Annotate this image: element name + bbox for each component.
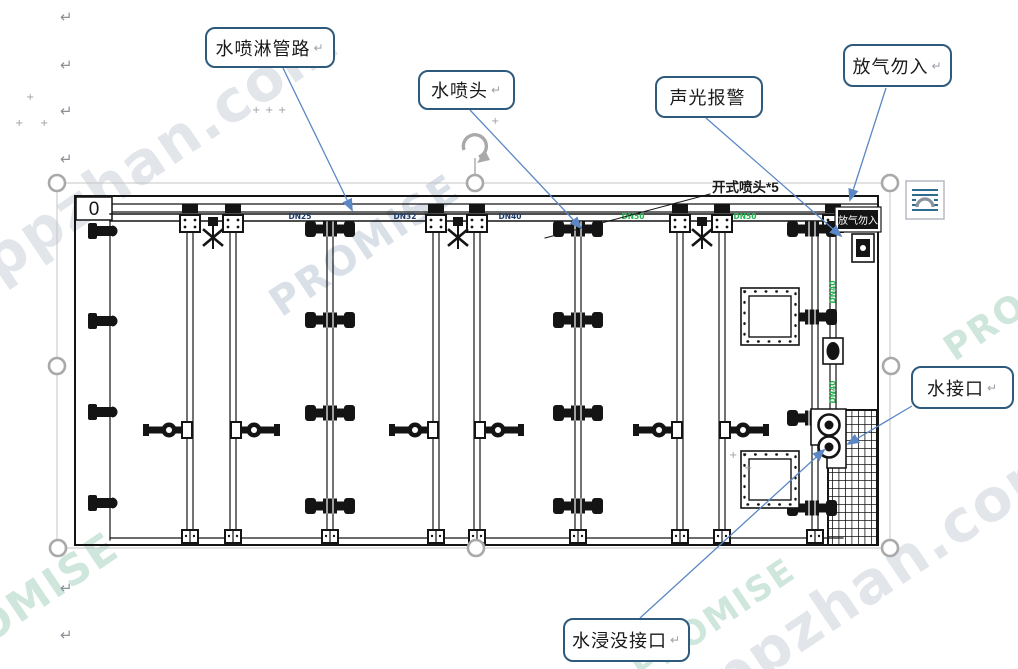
selection-handle-top-left[interactable] xyxy=(47,173,67,193)
selection-handle-bottom-center[interactable] xyxy=(466,538,486,558)
anchor-cross-mark: + xyxy=(40,118,49,129)
selection-handle-top-right[interactable] xyxy=(880,173,900,193)
paragraph-mark: ↵ xyxy=(60,8,73,26)
selection-handle-top-center[interactable] xyxy=(465,173,485,193)
paragraph-mark: ↵ xyxy=(490,83,503,97)
container-front-view-drawing[interactable]: 0 xyxy=(74,179,882,546)
paragraph-mark: ↵ xyxy=(313,40,325,55)
callout-label: 放气勿入 xyxy=(852,56,929,77)
callout-label: 水喷头 xyxy=(430,81,488,101)
callout-gas-release-warning[interactable]: 放气勿入 ↵ xyxy=(843,44,952,87)
pipe-label-dn40: DN40 xyxy=(499,212,522,221)
paragraph-mark: ↵ xyxy=(60,150,73,168)
anchor-cross-mark: + xyxy=(26,92,35,103)
sprinkler-count-note: 开式喷头*5 xyxy=(712,179,779,195)
anchor-cross-mark: + xyxy=(729,450,738,461)
paragraph-mark: ↵ xyxy=(60,626,73,644)
callout-water-spray-nozzle[interactable]: 水喷头 ↵ xyxy=(418,70,515,110)
selection-handle-bottom-left[interactable] xyxy=(48,538,68,558)
callout-label: 水接口 xyxy=(926,378,984,399)
anchor-cross-mark: + xyxy=(265,105,274,116)
callout-label: 水浸没接口 xyxy=(571,631,667,651)
paragraph-mark: ↵ xyxy=(60,102,73,120)
riser-label-dn40-a: DN40 xyxy=(829,281,838,304)
pipe-label-dn32: DN32 xyxy=(394,212,417,221)
anchor-cross-mark: + xyxy=(252,105,261,116)
access-panel-upper xyxy=(740,287,800,346)
anchor-cross-mark: + xyxy=(491,116,500,127)
gas-release-sign: 放气勿入 xyxy=(834,206,882,233)
paragraph-mark: ↵ xyxy=(60,56,73,74)
corner-marker: 0 xyxy=(89,199,100,220)
door-handles xyxy=(142,421,770,439)
callout-label: 水喷淋管路 xyxy=(215,38,311,59)
callout-leader-lines xyxy=(282,67,913,619)
anchor-cross-mark: + xyxy=(15,118,24,129)
layout-options-button[interactable] xyxy=(905,180,945,220)
pipe-label-dn50-b: DN50 xyxy=(734,212,757,221)
callout-water-immersion-port[interactable]: 水浸没接口 ↵ xyxy=(563,618,690,662)
svg-text:放气勿入: 放气勿入 xyxy=(838,214,878,227)
selection-handle-middle-left[interactable] xyxy=(47,356,67,376)
selection-handles xyxy=(47,158,901,558)
selection-handle-middle-right[interactable] xyxy=(881,356,901,376)
riser-label-dn40-b: DN40 xyxy=(829,381,838,404)
paragraph-mark: ↵ xyxy=(931,58,943,73)
rotation-handle-icon[interactable] xyxy=(461,133,490,163)
paragraph-mark: ↵ xyxy=(669,633,682,647)
pipe-label-dn50-a: DN50 xyxy=(622,212,645,221)
selection-handle-bottom-right[interactable] xyxy=(880,538,900,558)
water-connectors xyxy=(810,408,847,469)
anchor-cross-mark: + xyxy=(744,463,753,474)
paragraph-mark: ↵ xyxy=(986,380,999,395)
paragraph-mark: ↵ xyxy=(60,579,73,597)
callout-water-spray-pipeline[interactable]: 水喷淋管路 ↵ xyxy=(205,27,335,68)
anchor-cross-mark: + xyxy=(278,105,287,116)
wrap-text-arc-icon xyxy=(915,197,935,208)
callout-water-port[interactable]: 水接口 ↵ xyxy=(911,366,1014,409)
callout-sound-light-alarm[interactable]: 声光报警 xyxy=(655,76,763,118)
callout-label: 声光报警 xyxy=(669,88,746,108)
pipe-label-dn25: DN25 xyxy=(289,212,312,221)
alarm-sounder xyxy=(851,233,875,263)
